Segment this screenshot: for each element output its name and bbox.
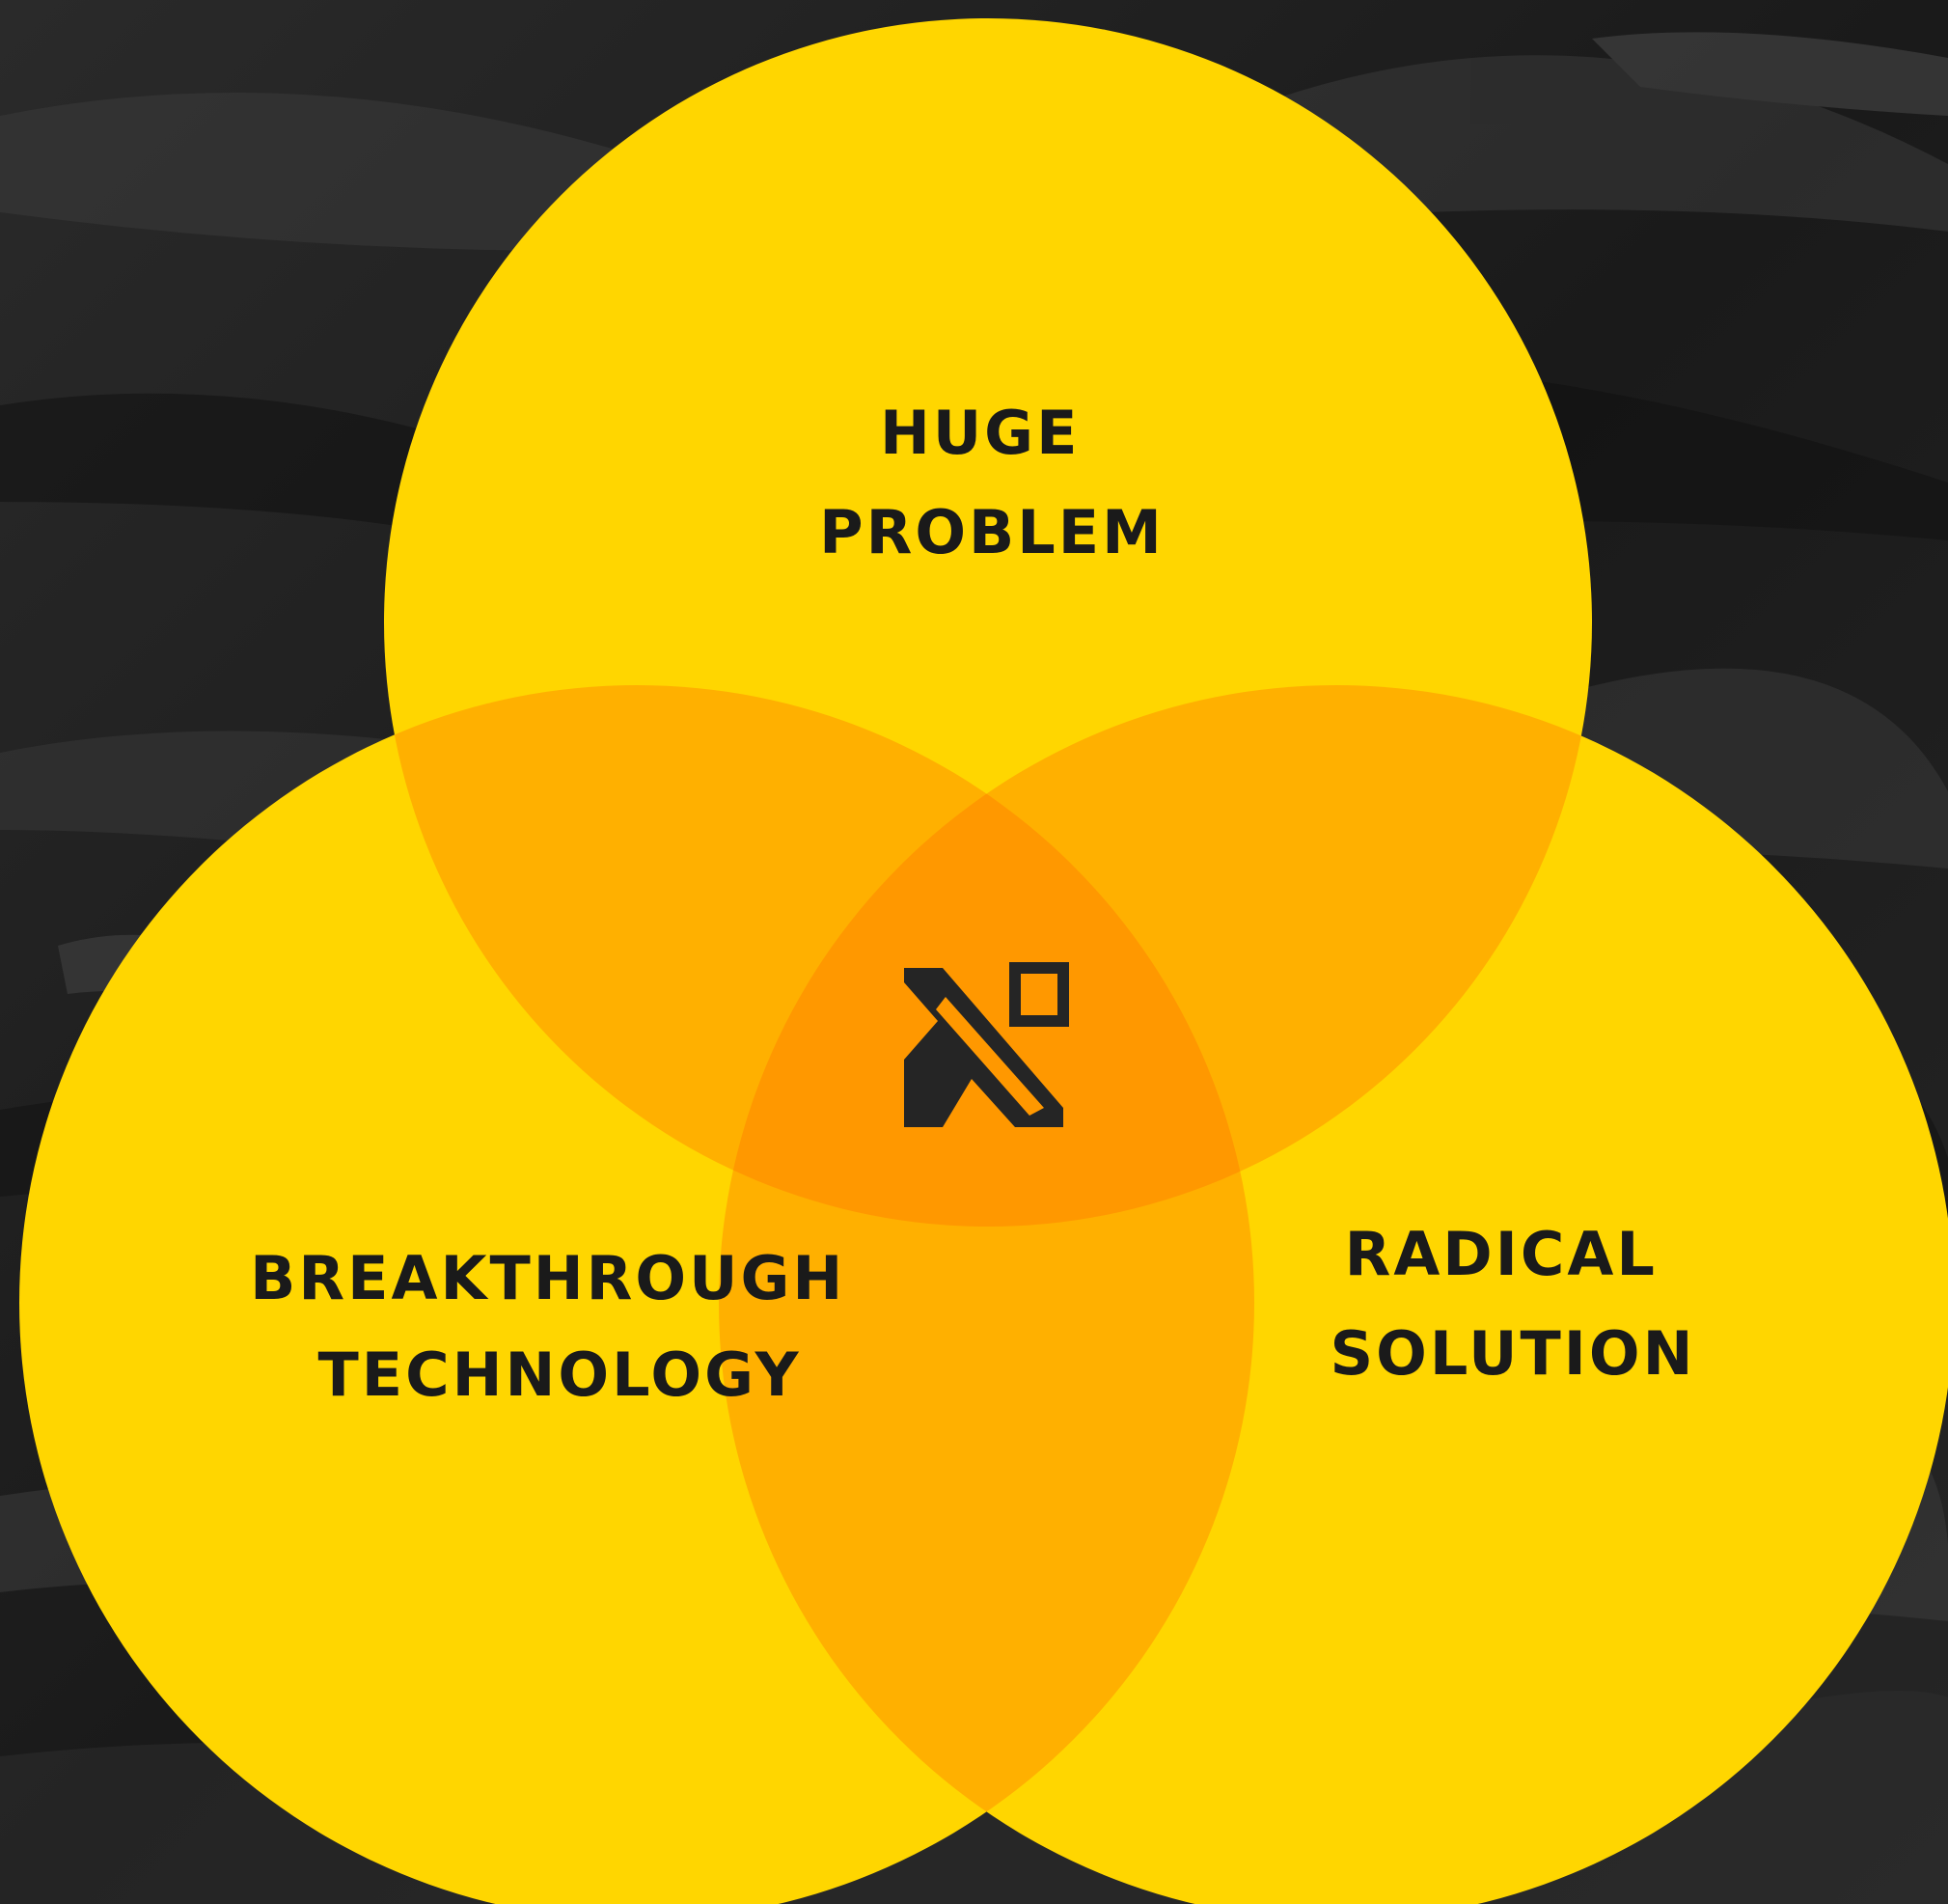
label-left-line-1: BREAKTHROUGH (250, 1243, 845, 1313)
label-left: BREAKTHROUGH TECHNOLOGY (250, 1243, 869, 1410)
overlap-all-three (719, 685, 1254, 1227)
label-left-line-2: TECHNOLOGY (317, 1339, 801, 1410)
label-top-line-1: HUGE (880, 398, 1080, 468)
label-right-line-2: SOLUTION (1331, 1318, 1696, 1389)
label-right-line-1: RADICAL (1345, 1219, 1658, 1289)
label-top-line-2: PROBLEM (819, 497, 1165, 567)
x-logo-icon (904, 962, 1069, 1127)
venn-center-overlap (719, 685, 1254, 1227)
label-right: RADICAL SOLUTION (1331, 1219, 1696, 1389)
label-top: HUGE PROBLEM (819, 398, 1165, 567)
